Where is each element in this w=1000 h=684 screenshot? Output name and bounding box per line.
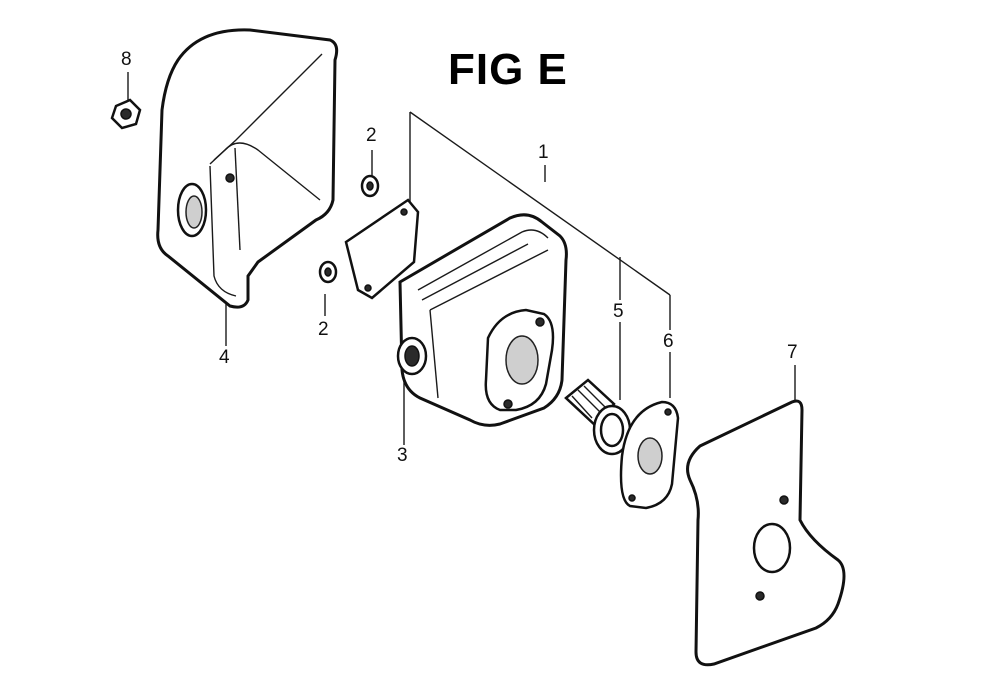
washer-part-2-lower bbox=[318, 260, 338, 284]
muffler-plate-gasket bbox=[344, 198, 420, 300]
spark-arrester-part-5 bbox=[564, 378, 632, 456]
nut-part-8 bbox=[110, 98, 142, 130]
callout-4: 4 bbox=[219, 347, 230, 368]
figure-title: FIG E bbox=[448, 45, 568, 94]
washer-part-2-upper bbox=[360, 174, 380, 198]
callout-2-lower: 2 bbox=[318, 319, 329, 340]
callout-3: 3 bbox=[397, 445, 408, 466]
leader-lines bbox=[127, 72, 796, 445]
muffler-protector-part-4 bbox=[156, 28, 339, 309]
callout-8: 8 bbox=[121, 49, 132, 70]
callout-2-upper: 2 bbox=[366, 125, 377, 146]
callout-7: 7 bbox=[787, 342, 798, 363]
muffler-body-part-1 bbox=[396, 213, 568, 427]
gasket-part-6 bbox=[619, 400, 680, 510]
heat-plate-part-7 bbox=[686, 399, 846, 667]
callout-6: 6 bbox=[663, 331, 674, 352]
callout-5: 5 bbox=[613, 301, 624, 322]
callout-1: 1 bbox=[538, 142, 549, 163]
